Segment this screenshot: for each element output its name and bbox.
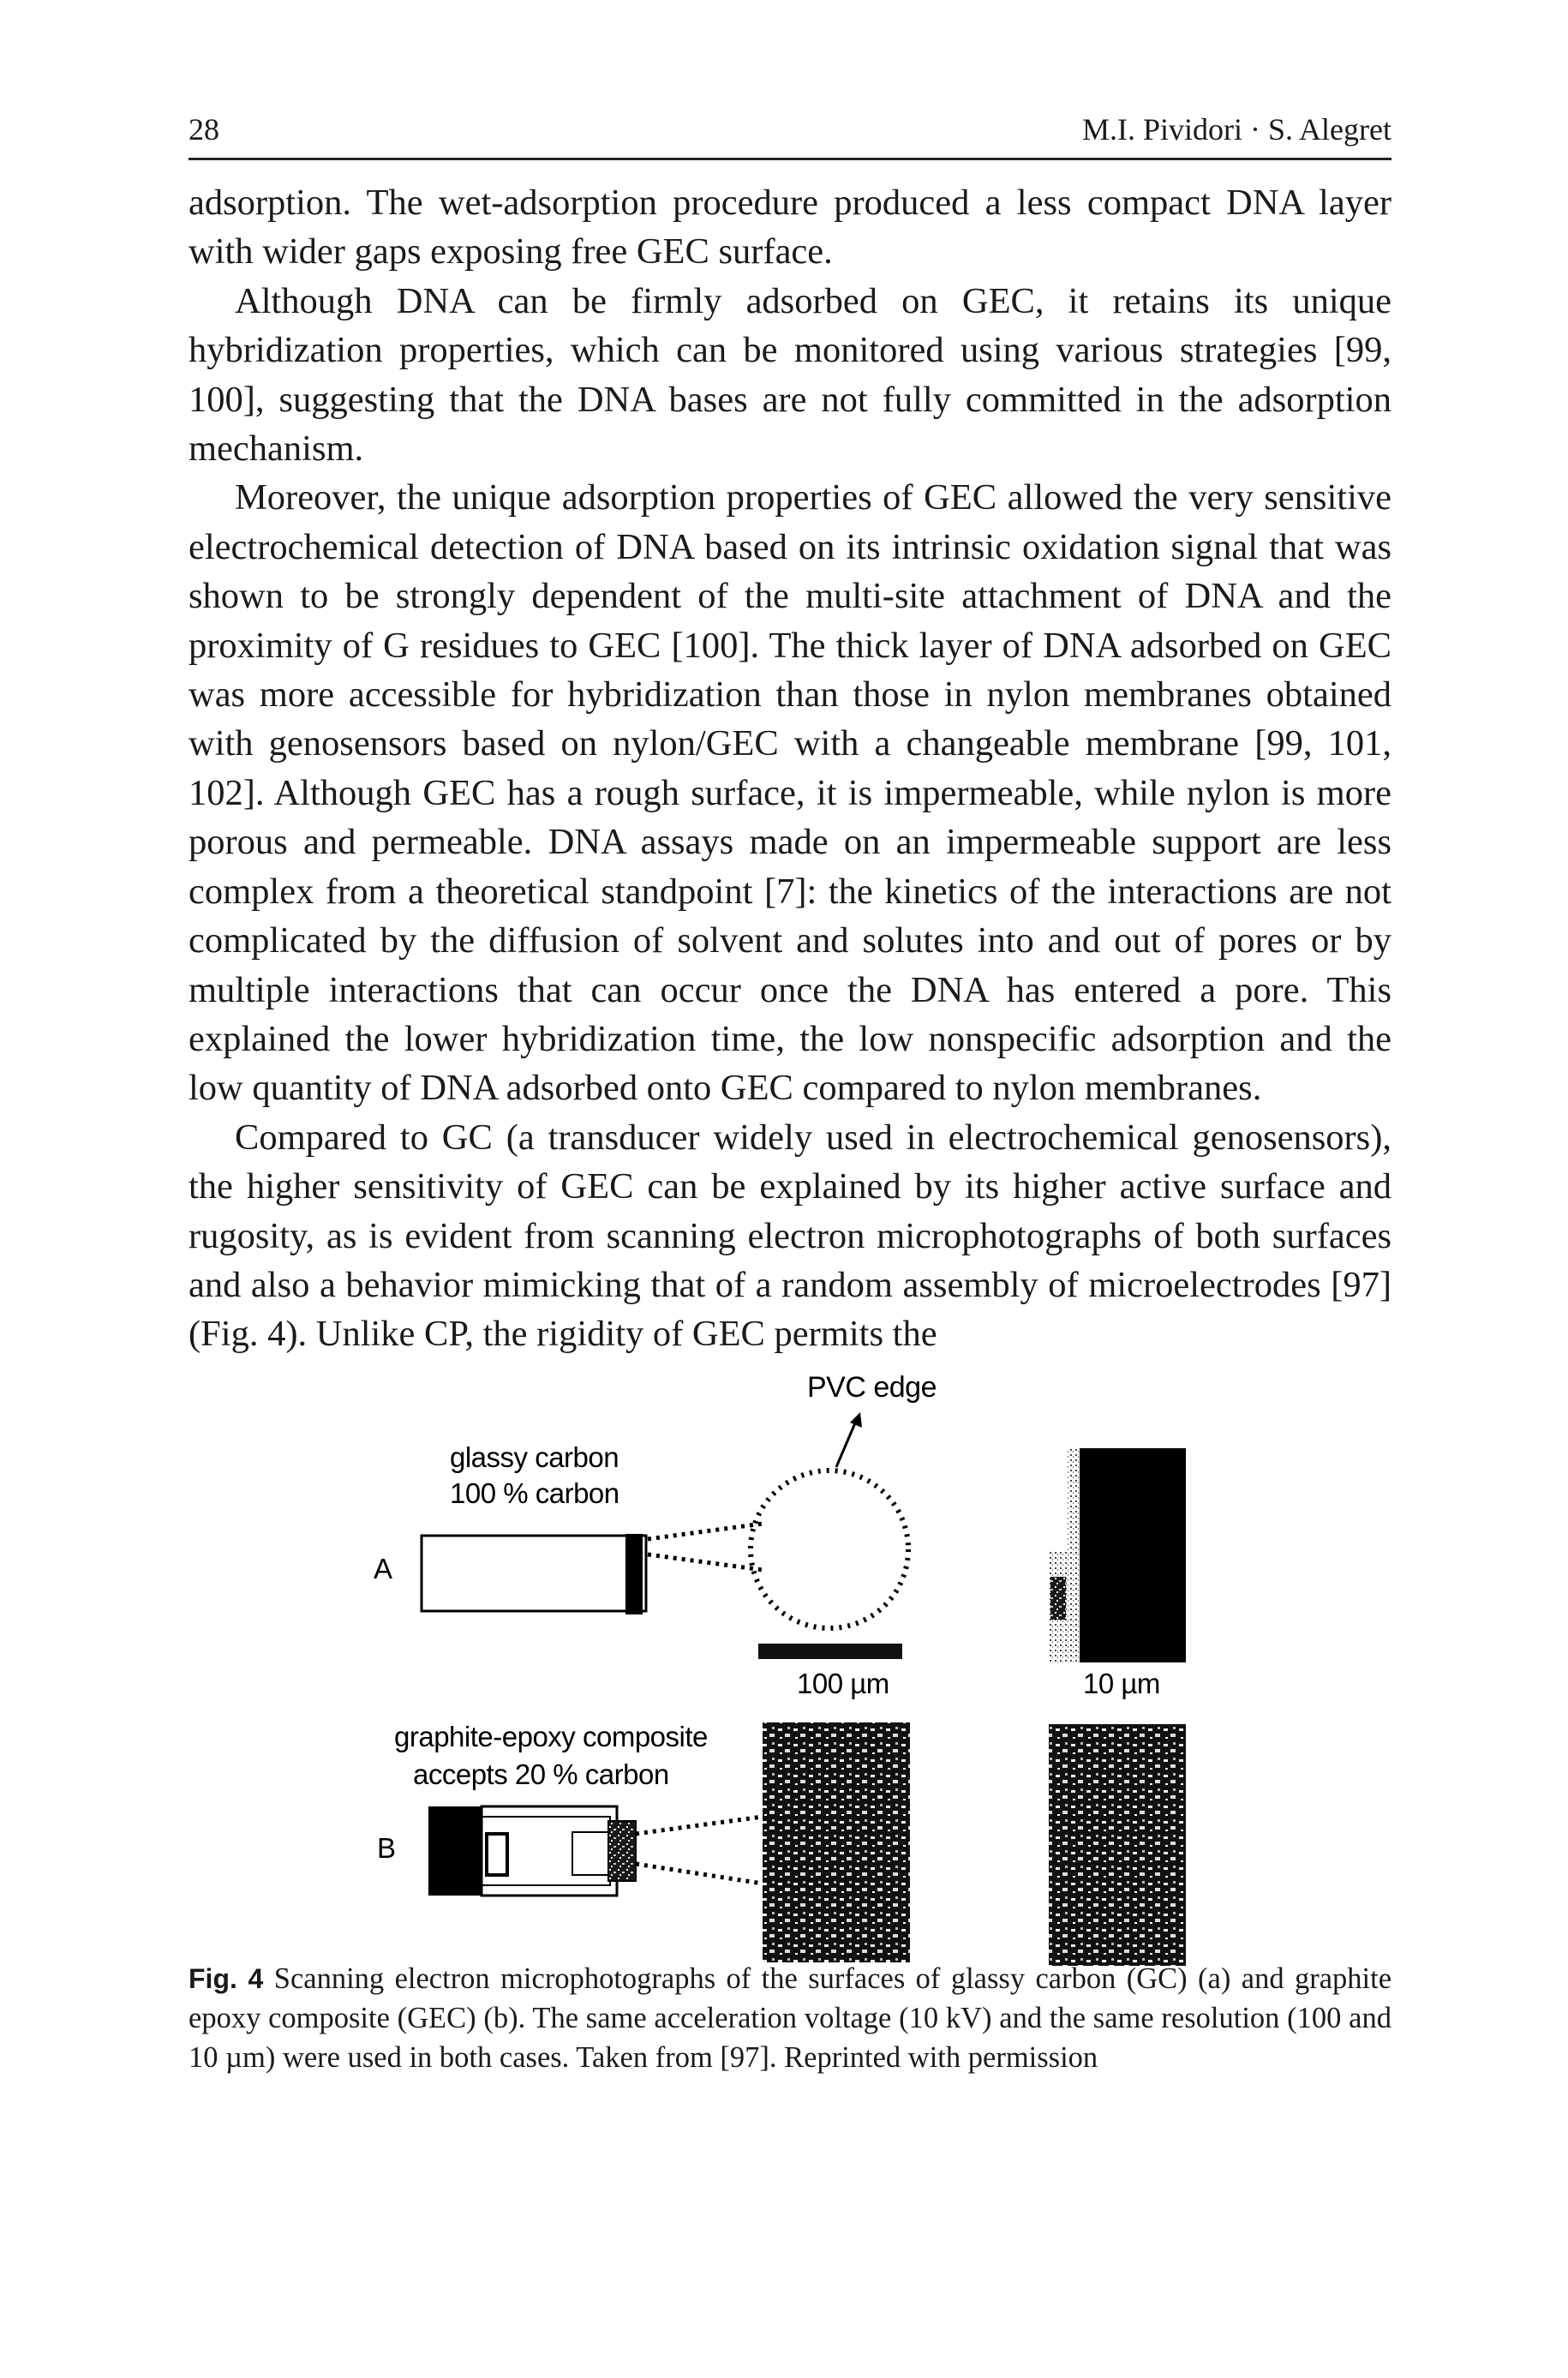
- gc-sem-image: [1049, 1448, 1186, 1662]
- scale-bar-100: [758, 1644, 902, 1659]
- figure-caption: Fig. 4 Scanning electron microphotograph…: [189, 1959, 1391, 2077]
- gec-label-line1: graphite-epoxy composite: [394, 1721, 708, 1752]
- caption-text: Scanning electron microphotographs of th…: [189, 1962, 1392, 2074]
- paragraph: adsorption. The wet-adsorption procedure…: [189, 183, 1391, 273]
- zoom-lines-a: [647, 1521, 763, 1572]
- pvc-edge-arrow: [835, 1418, 859, 1468]
- gec-label-line2: accepts 20 % carbon: [413, 1758, 669, 1790]
- paragraph: Moreover, the unique adsorption properti…: [189, 477, 1391, 1109]
- scale-label-100: 100 µm: [797, 1668, 889, 1699]
- figure-illustration: [420, 1412, 1186, 1966]
- gc-label-line1: glassy carbon: [450, 1441, 619, 1473]
- gec-electrode-diagram: [428, 1805, 637, 1897]
- gc-label-line2: 100 % carbon: [450, 1477, 619, 1509]
- gc-electrode-diagram: [420, 1534, 648, 1614]
- scale-label-10: 10 µm: [1083, 1668, 1160, 1699]
- body-text: adsorption. The wet-adsorption procedure…: [189, 178, 1391, 1359]
- pvc-edge-label: PVC edge: [807, 1371, 937, 1404]
- panel-a-label: A: [374, 1553, 392, 1584]
- gec-sem-image-10: [1049, 1724, 1186, 1966]
- paragraph: Although DNA can be firmly adsorbed on G…: [189, 280, 1391, 470]
- page-number: 28: [189, 112, 219, 147]
- gec-sem-image-100: [763, 1722, 910, 1962]
- panel-b-label: B: [377, 1832, 396, 1864]
- pvc-edge-circle: [748, 1468, 911, 1631]
- paragraph: Compared to GC (a transducer widely used…: [189, 1117, 1391, 1355]
- zoom-lines-b: [635, 1814, 763, 1886]
- running-head: M.I. Pividori · S. Alegret: [1082, 112, 1391, 147]
- page-header: 28 M.I. Pividori · S. Alegret: [189, 105, 1391, 160]
- caption-label: Fig. 4: [189, 1963, 264, 1994]
- figure-4: PVC edge glassy carbon 100 % carbon A 10…: [360, 1371, 1225, 1971]
